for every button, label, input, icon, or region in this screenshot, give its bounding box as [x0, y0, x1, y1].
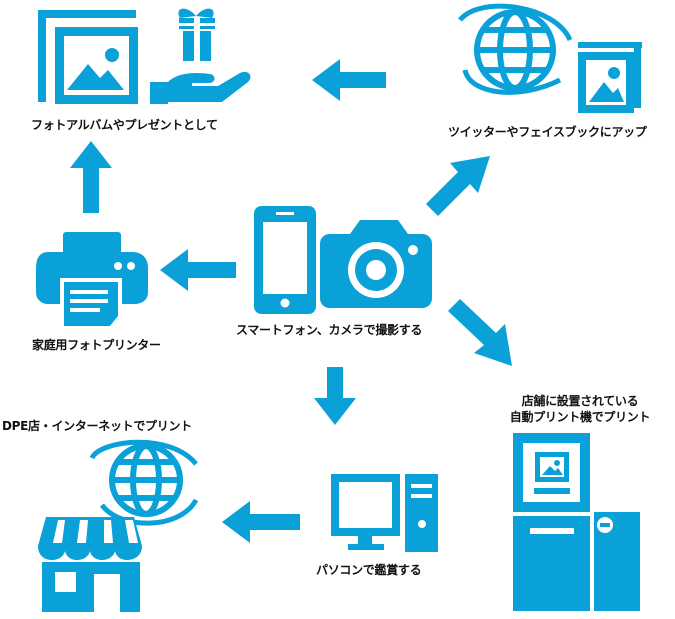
- arrow-left: [222, 501, 300, 543]
- kiosk-icon: [513, 433, 640, 611]
- arrow-up-right: [426, 156, 490, 216]
- label-smartphone: スマートフォン、カメラで撮影する: [236, 323, 423, 337]
- photo-frame-icon: [38, 10, 138, 104]
- label-twitter: ツイッターやフェイスブックにアップ: [448, 125, 647, 139]
- shop-icon: [38, 517, 142, 612]
- label-store-kiosk-line2: 自動プリント機でプリント: [509, 410, 651, 424]
- arrow-down-right: [448, 299, 512, 366]
- arrow-up: [70, 141, 112, 213]
- label-photo-album: フォトアルバムやプレゼントとして: [31, 118, 218, 132]
- desktop-pc-icon: [331, 474, 438, 552]
- arrow-left: [160, 249, 236, 291]
- label-pc: パソコンで鑑賞する: [316, 563, 422, 577]
- arrow-down: [314, 367, 356, 425]
- label-store-kiosk-line1: 店舗に設置されている: [521, 394, 639, 408]
- gift-hand-icon: [150, 8, 251, 104]
- globe-icon: [89, 439, 199, 526]
- arrow-left: [312, 59, 386, 101]
- globe-icon: [458, 3, 573, 95]
- label-dpe: DPE店・インターネットでプリント: [2, 419, 192, 433]
- camera-icon: [320, 220, 432, 308]
- label-home-printer: 家庭用フォトプリンター: [32, 338, 161, 352]
- photo-frame-icon: [578, 42, 642, 113]
- printer-icon: [36, 232, 148, 330]
- smartphone-icon: [254, 206, 316, 314]
